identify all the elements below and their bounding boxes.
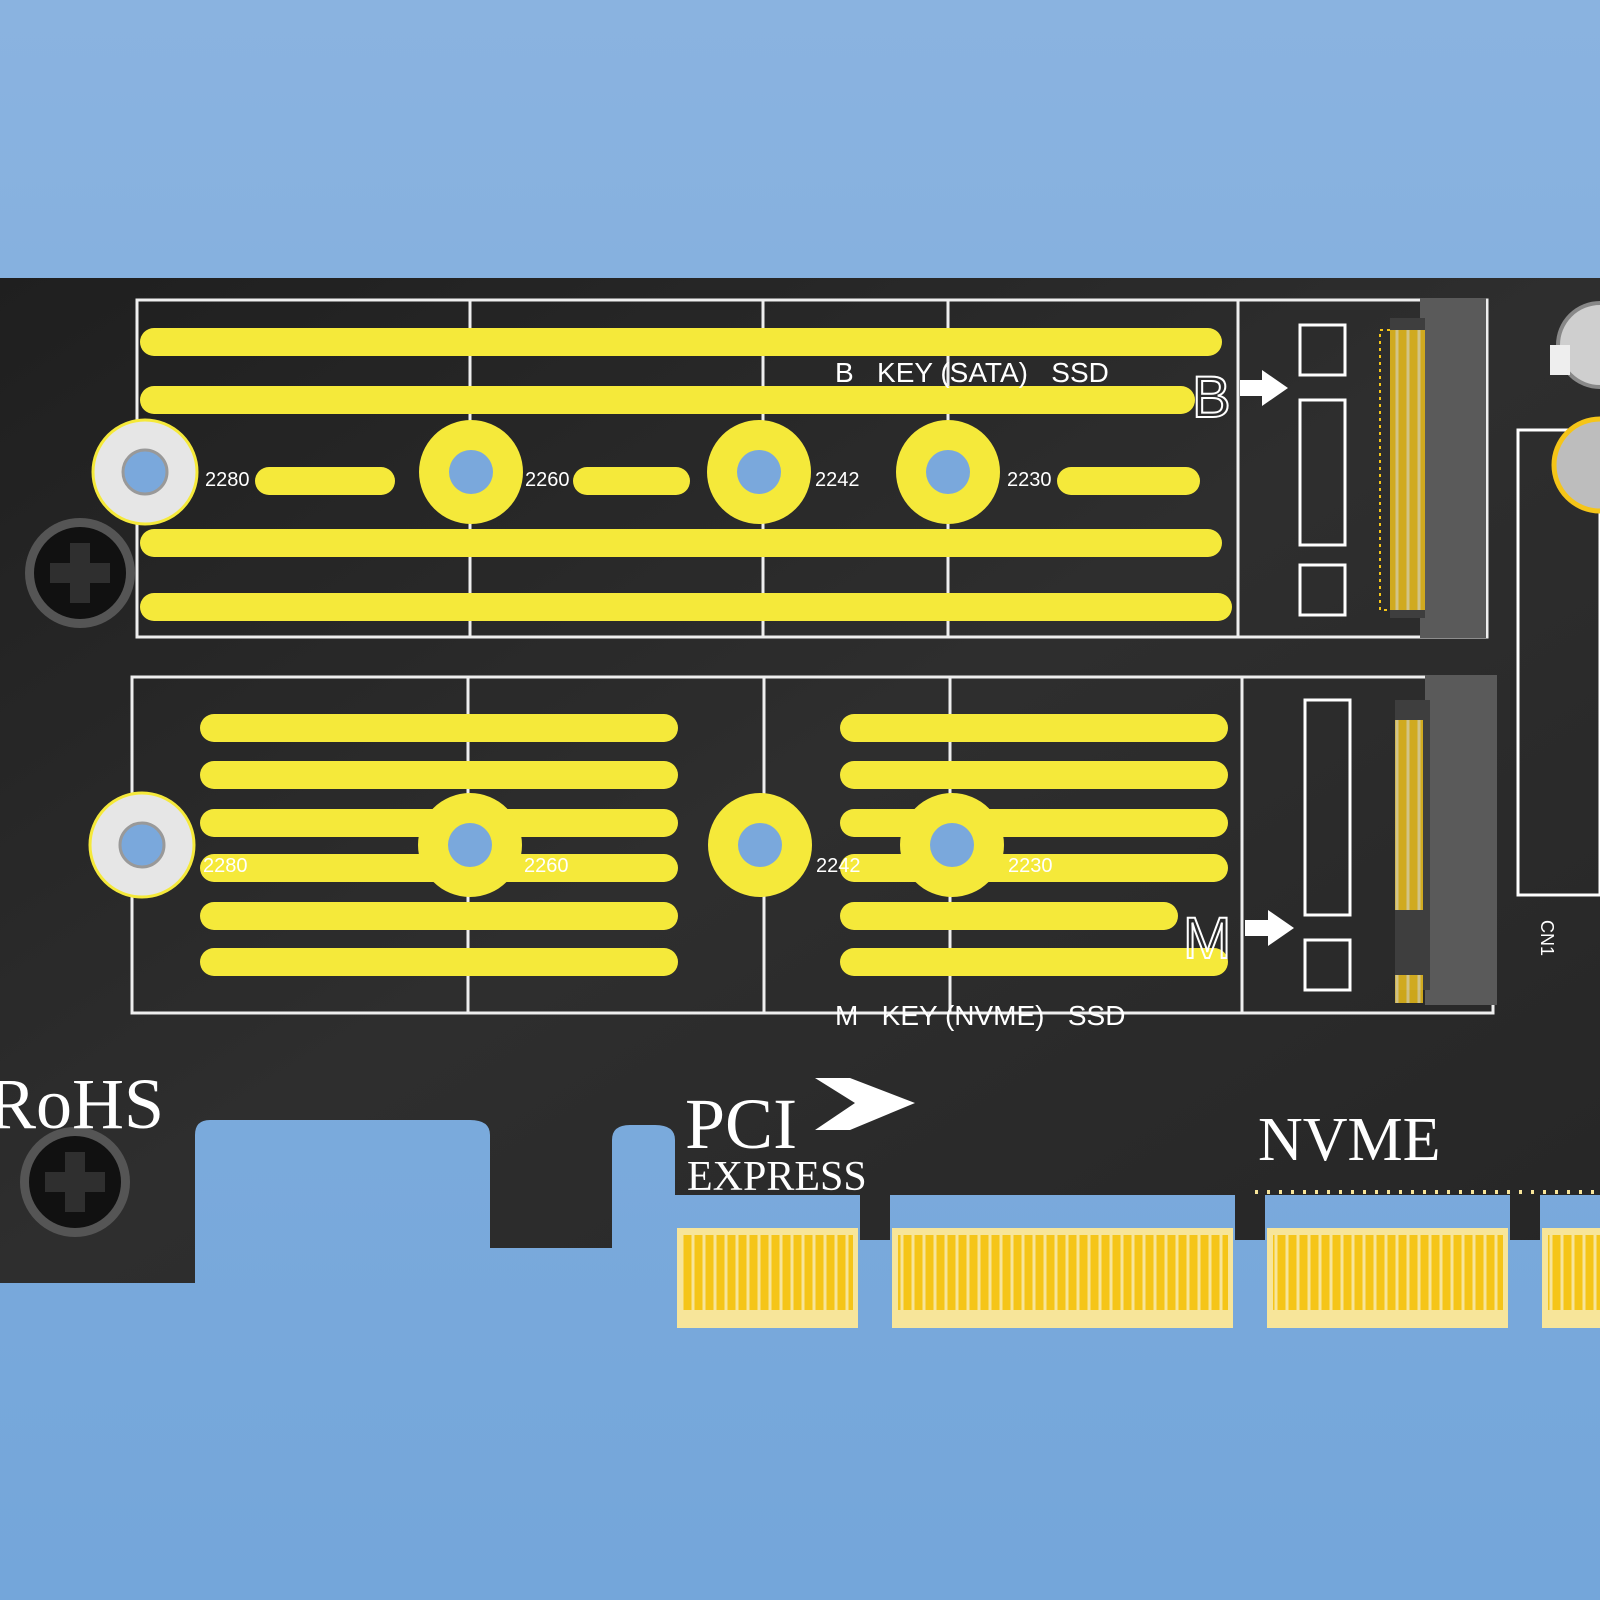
m-length-2242: 2242: [816, 855, 861, 877]
m-key-title: M KEY (NVME) SSD: [835, 1000, 1125, 1031]
b-key-pads: [140, 328, 1232, 621]
m-arrow-icon: [1245, 910, 1294, 946]
pci-express-chevron-icon: [815, 1078, 915, 1130]
express-logo-text: EXPRESS: [687, 1154, 867, 1200]
m-key-mount-holes: [88, 791, 1004, 899]
connector-label: CN1: [1537, 920, 1557, 956]
b-key-mount-holes: [91, 418, 1000, 526]
nvme-label: NVME: [1258, 1106, 1441, 1174]
m-length-2230: 2230: [1008, 855, 1053, 877]
b-length-2280: 2280: [205, 469, 250, 491]
m-length-2280: 2280: [203, 855, 248, 877]
screw-icon: [20, 1127, 130, 1237]
rohs-mark: RoHS: [0, 1064, 164, 1144]
b-key-m2-connector: [1298, 298, 1486, 638]
m-key-m2-connector: [1303, 675, 1497, 1005]
screw-icon: [25, 518, 135, 628]
m-length-2260: 2260: [524, 855, 569, 877]
smd-part: [1550, 345, 1570, 375]
m-key-pads: [200, 714, 1228, 976]
pci-logo-text: PCI: [685, 1084, 797, 1164]
b-length-2260: 2260: [525, 469, 570, 491]
standoff: [1551, 416, 1600, 514]
b-length-2230: 2230: [1007, 469, 1052, 491]
b-arrow-icon: [1240, 370, 1288, 406]
b-length-2242: 2242: [815, 469, 860, 491]
b-key-title: B KEY (SATA) SSD: [835, 357, 1109, 388]
b-key-letter: B: [1192, 365, 1231, 430]
side-outline: [1516, 428, 1600, 897]
gold-fingers: [677, 1190, 1600, 1328]
m-key-letter: M: [1183, 906, 1231, 971]
